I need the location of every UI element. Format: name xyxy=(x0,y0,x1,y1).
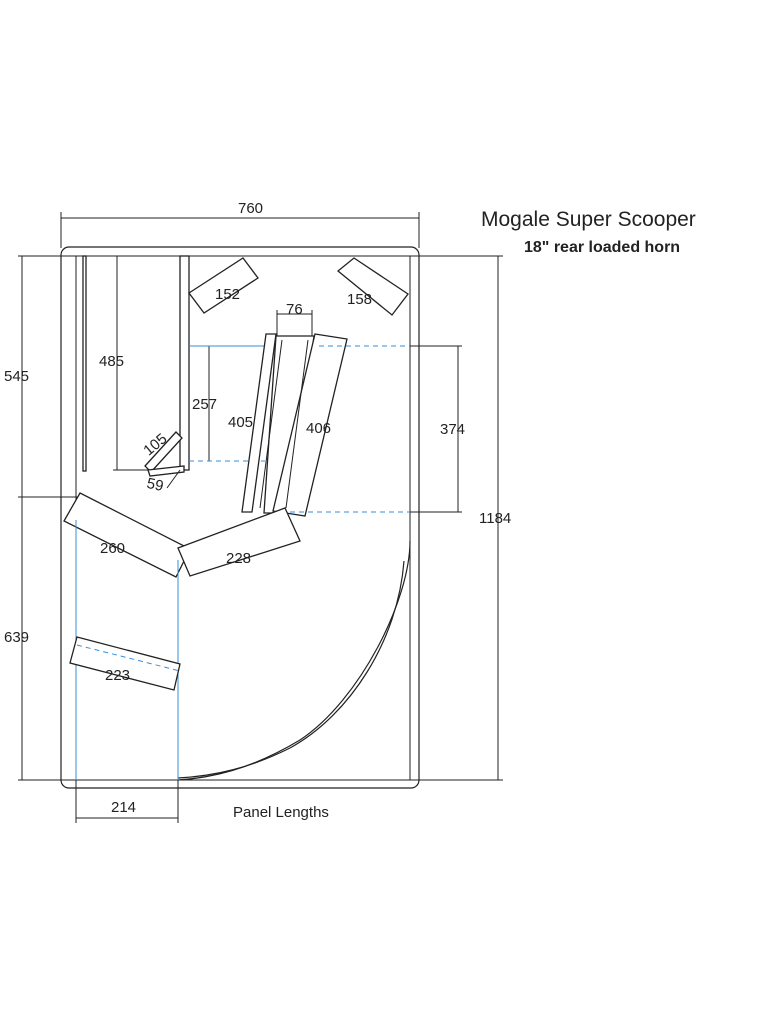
dim-left-vertical: 485 xyxy=(99,353,124,370)
dim-mid-vertical: 257 xyxy=(192,396,217,413)
top-panel-left xyxy=(188,257,259,314)
lower-right-panel xyxy=(177,507,301,577)
dim-overall-width: 760 xyxy=(238,200,263,217)
inner-panel-inner-line xyxy=(259,339,283,509)
small-panel-59 xyxy=(147,465,185,477)
dim-overall-height: 1184 xyxy=(479,510,511,527)
top-panel-right xyxy=(336,257,409,316)
cabinet-outline xyxy=(60,246,420,789)
inner-panel-405 xyxy=(241,333,277,513)
dim-lower-right-panel: 228 xyxy=(226,550,251,567)
curved-panel-outer xyxy=(177,540,411,781)
dim-inner-panel-a: 405 xyxy=(228,414,253,431)
inner-panel-inner-line xyxy=(285,339,309,509)
diagram-caption: Panel Lengths xyxy=(233,804,329,821)
lower-left-panel xyxy=(63,492,191,578)
dim-top-panel-left: 152 xyxy=(215,286,240,303)
dim-lower-height: 639 xyxy=(4,629,29,646)
dim-top-panel-right: 158 xyxy=(347,291,372,308)
dim-line-59 xyxy=(166,469,181,489)
dim-small-b: 59 xyxy=(145,475,165,495)
dim-top-small: 76 xyxy=(286,301,303,318)
inner-panel-406 xyxy=(272,333,348,517)
dim-bottom-width: 214 xyxy=(111,799,136,816)
diagram-subtitle: 18" rear loaded horn xyxy=(524,239,680,256)
dim-bottom-panel: 223 xyxy=(105,667,130,684)
left-vertical-panel xyxy=(82,255,87,472)
dim-right-span: 374 xyxy=(440,421,465,438)
curved-panel-inner xyxy=(177,560,405,779)
dim-inner-panel-b: 406 xyxy=(306,420,331,437)
diagram-title: Mogale Super Scooper xyxy=(481,208,696,231)
dim-upper-height: 545 xyxy=(4,368,29,385)
dim-lower-left-panel: 260 xyxy=(100,540,125,557)
